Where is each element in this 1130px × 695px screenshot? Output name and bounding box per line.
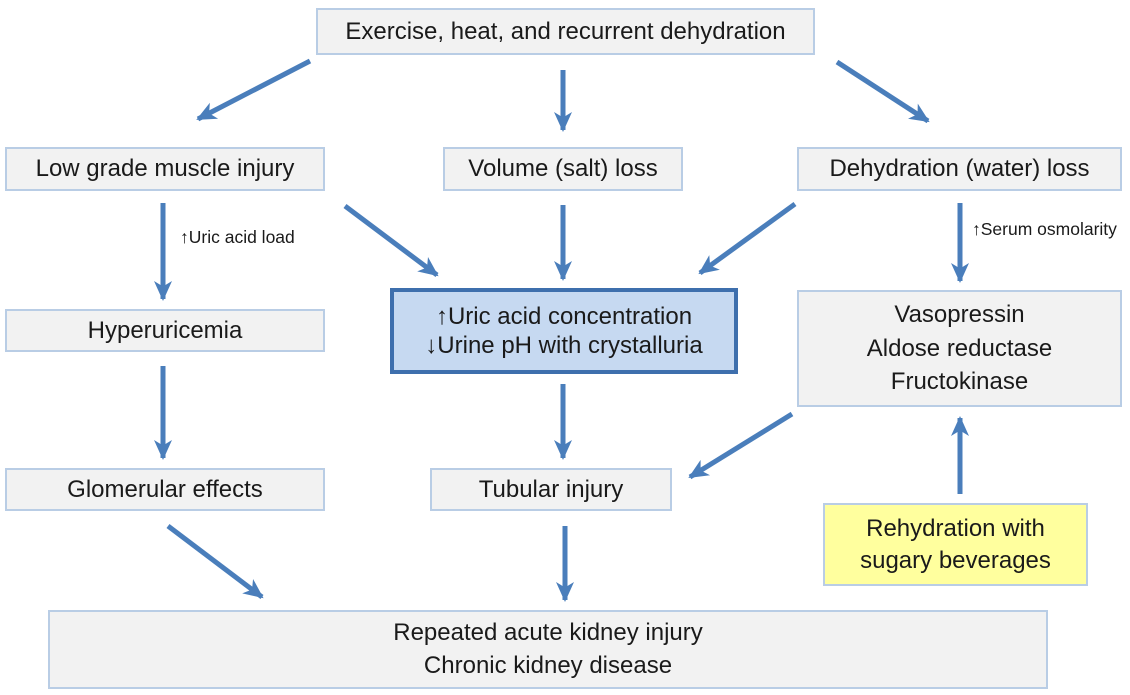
arrow-trigger-to-muscle: [196, 58, 312, 122]
node-mediators-line2: Aldose reductase: [866, 334, 1053, 362]
node-glomerular-label: Glomerular effects: [67, 475, 263, 503]
node-mediators-line1: Vasopressin: [894, 301, 1025, 329]
node-uric-concentration-line1: ↑Uric acid concentration: [435, 302, 693, 330]
arrow-glomerular-to-outcome: [166, 524, 264, 599]
node-volume-label: Volume (salt) loss: [468, 155, 658, 183]
node-rehydration-line1: Rehydration with: [866, 514, 1045, 542]
node-tubular: Tubular injury: [430, 468, 672, 511]
node-outcome: Repeated acute kidney injury Chronic kid…: [48, 610, 1048, 689]
node-outcome-line2: Chronic kidney disease: [423, 651, 673, 679]
node-rehydration-line2: sugary beverages: [860, 546, 1051, 574]
node-rehydration: Rehydration with sugary beverages: [823, 503, 1088, 586]
node-hyperuricemia-label: Hyperuricemia: [87, 316, 243, 344]
node-hyperuricemia: Hyperuricemia: [5, 309, 325, 352]
edge-label-serum-osmolarity: ↑Serum osmolarity: [972, 219, 1117, 239]
arrow-dehydration-to-uric-concentration: [698, 201, 797, 276]
node-dehydration: Dehydration (water) loss: [797, 147, 1122, 191]
node-trigger: Exercise, heat, and recurrent dehydratio…: [316, 8, 815, 55]
node-mediators: Vasopressin Aldose reductase Fructokinas…: [797, 290, 1122, 407]
node-uric-concentration-line2: ↓Urine pH with crystalluria: [425, 332, 703, 359]
arrow-muscle-to-uric-concentration: [343, 204, 439, 277]
node-tubular-label: Tubular injury: [478, 475, 624, 503]
node-dehydration-label: Dehydration (water) loss: [829, 155, 1090, 183]
node-volume: Volume (salt) loss: [443, 147, 683, 191]
edge-label-uric-acid-load: ↑Uric acid load: [180, 227, 295, 247]
arrow-mediators-to-tubular: [688, 411, 794, 480]
node-trigger-label: Exercise, heat, and recurrent dehydratio…: [345, 17, 786, 45]
node-muscle: Low grade muscle injury: [5, 147, 325, 191]
node-mediators-line3: Fructokinase: [890, 368, 1029, 396]
node-outcome-line1: Repeated acute kidney injury: [393, 619, 703, 647]
arrow-trigger-to-dehydration: [835, 59, 930, 124]
node-muscle-label: Low grade muscle injury: [35, 155, 295, 183]
node-glomerular: Glomerular effects: [5, 468, 325, 511]
node-uric-concentration: ↑Uric acid concentration ↓Urine pH with …: [390, 288, 738, 374]
